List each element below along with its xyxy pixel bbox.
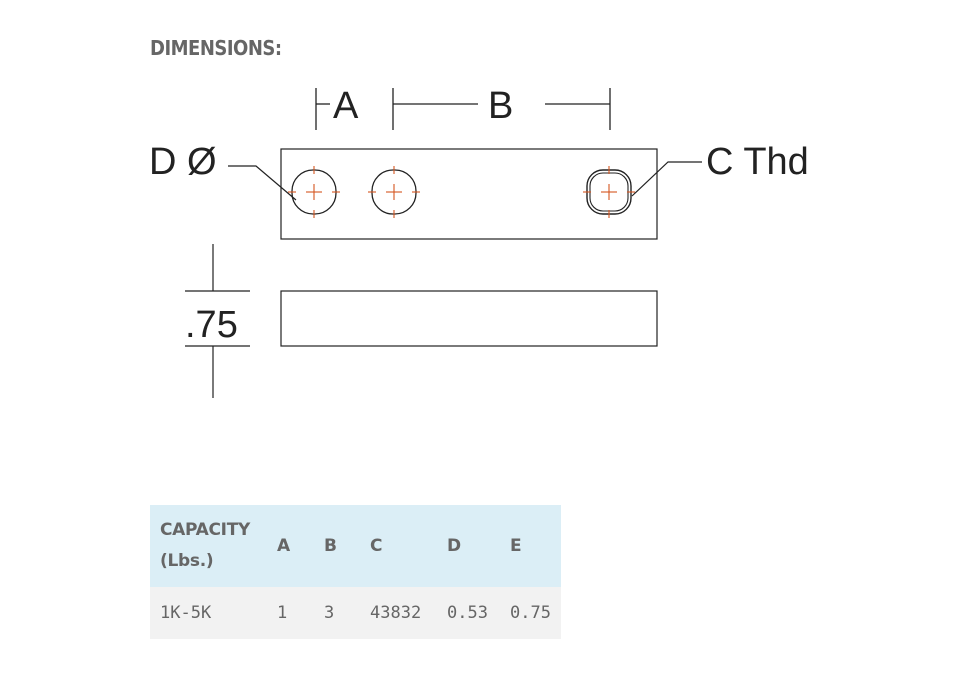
hole-d-1 <box>288 166 340 218</box>
cell-b: 3 <box>314 587 360 639</box>
header-a: A <box>267 505 314 587</box>
section-title: DIMENSIONS: <box>150 36 282 60</box>
header-capacity: CAPACITY (Lbs.) <box>150 505 267 587</box>
cell-capacity: 1K-5K <box>150 587 267 639</box>
cell-c: 43832 <box>360 587 437 639</box>
table-row: 1K-5K 1 3 43832 0.53 0.75 <box>150 587 561 639</box>
leader-c <box>631 161 702 197</box>
table-header-row: CAPACITY (Lbs.) A B C D E <box>150 505 561 587</box>
label-c: C Thd <box>706 141 809 183</box>
leader-d <box>228 165 297 201</box>
header-capacity-line1: CAPACITY <box>160 520 250 540</box>
dimension-b <box>393 88 611 130</box>
label-a: A <box>333 85 359 127</box>
plate-side-view <box>280 290 658 347</box>
plate-top-view <box>280 148 658 240</box>
label-height: .75 <box>185 304 238 346</box>
cell-d: 0.53 <box>437 587 500 639</box>
cell-a: 1 <box>267 587 314 639</box>
header-e: E <box>500 505 561 587</box>
dimension-drawing: A B <box>149 85 809 398</box>
label-b: B <box>488 85 513 127</box>
hole-c-threaded <box>583 166 635 218</box>
dimension-a <box>315 88 394 130</box>
header-capacity-line2: (Lbs.) <box>160 551 214 571</box>
header-d: D <box>437 505 500 587</box>
header-b: B <box>314 505 360 587</box>
label-d: D Ø <box>149 141 217 183</box>
header-c: C <box>360 505 437 587</box>
dimensions-table: CAPACITY (Lbs.) A B C D E 1K-5K 1 3 4383… <box>150 505 561 639</box>
dimension-height <box>185 244 250 398</box>
hole-d-2 <box>368 166 420 218</box>
cell-e: 0.75 <box>500 587 561 639</box>
